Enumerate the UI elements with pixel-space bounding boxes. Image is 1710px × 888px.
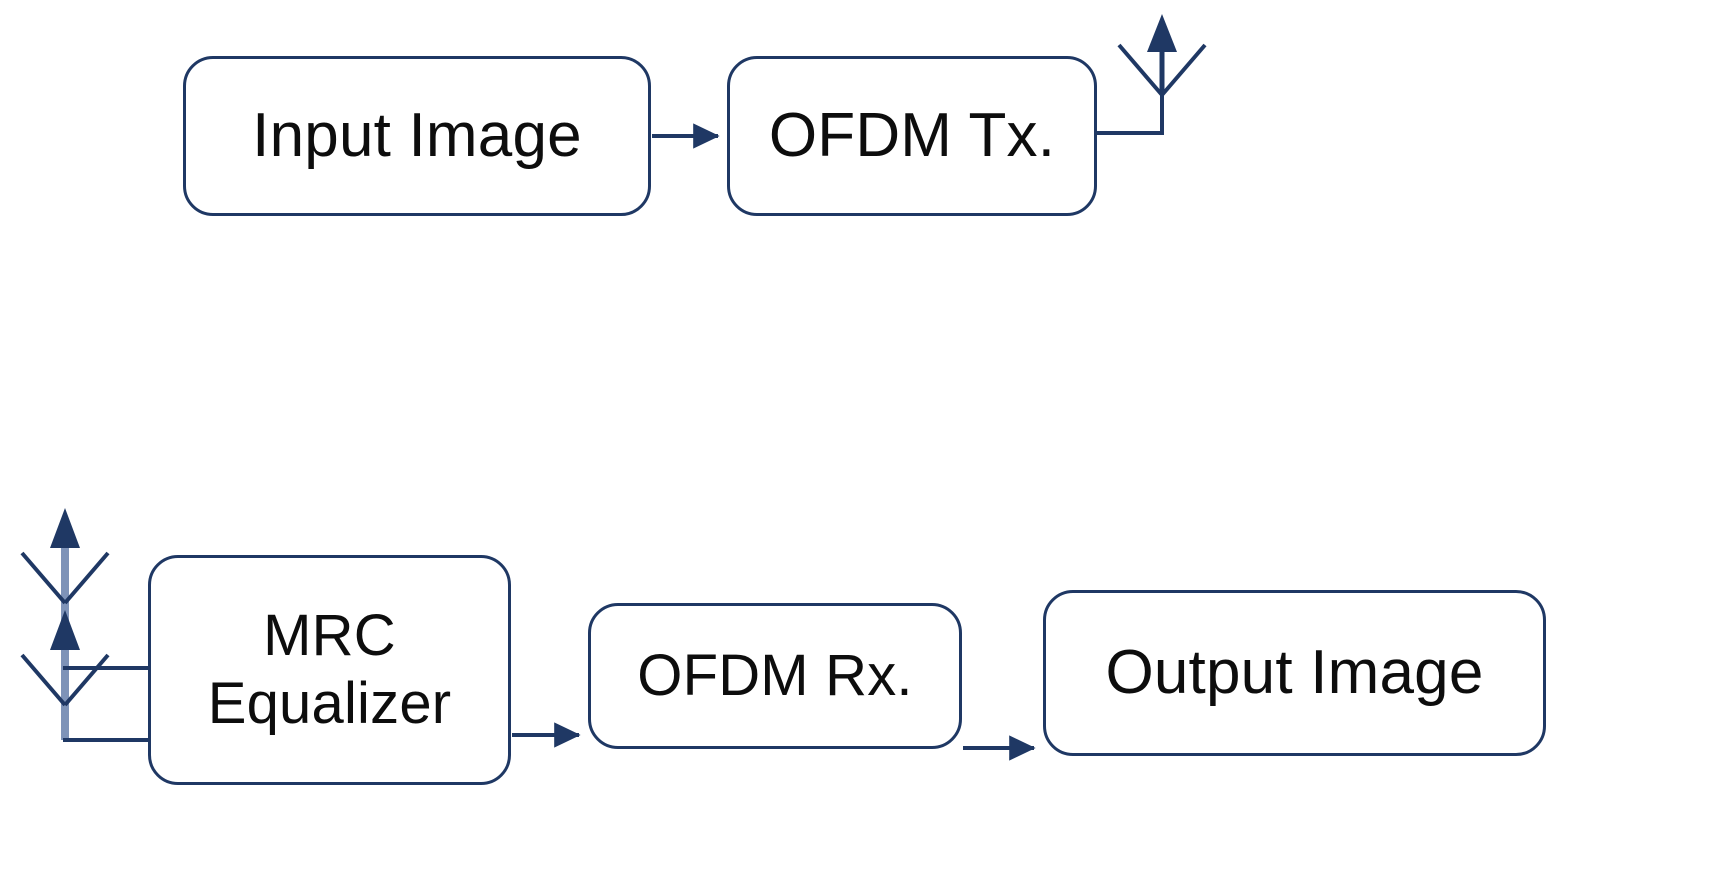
block-mrc-equalizer[interactable]: MRC Equalizer	[148, 555, 511, 785]
block-mrc-equalizer-label-line1: MRC	[263, 602, 396, 668]
block-ofdm-rx[interactable]: OFDM Rx.	[588, 603, 962, 749]
block-ofdm-tx[interactable]: OFDM Tx.	[727, 56, 1097, 216]
rx-antenna-1-icon	[20, 508, 110, 668]
block-ofdm-tx-label: OFDM Tx.	[768, 101, 1056, 171]
block-input-image-label: Input Image	[252, 101, 582, 171]
block-mrc-equalizer-label-line2: Equalizer	[207, 671, 452, 736]
tx-antenna-icon	[1117, 14, 1207, 97]
connector-ofdm-tx-to-antenna	[1097, 95, 1164, 135]
rx-antenna-2-icon	[20, 610, 110, 740]
block-input-image[interactable]: Input Image	[183, 56, 651, 216]
block-output-image-label: Output Image	[1105, 638, 1484, 708]
block-ofdm-rx-label: OFDM Rx.	[637, 642, 913, 708]
block-output-image[interactable]: Output Image	[1043, 590, 1546, 756]
